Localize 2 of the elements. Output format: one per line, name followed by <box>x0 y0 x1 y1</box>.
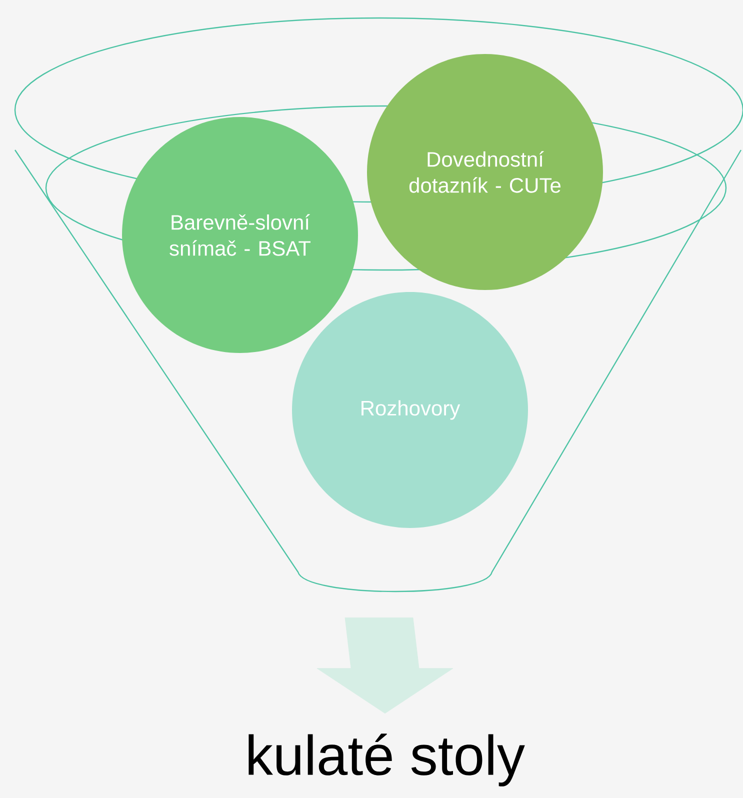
result-text: kulaté stoly <box>248 734 525 786</box>
block-arrow <box>316 618 454 714</box>
